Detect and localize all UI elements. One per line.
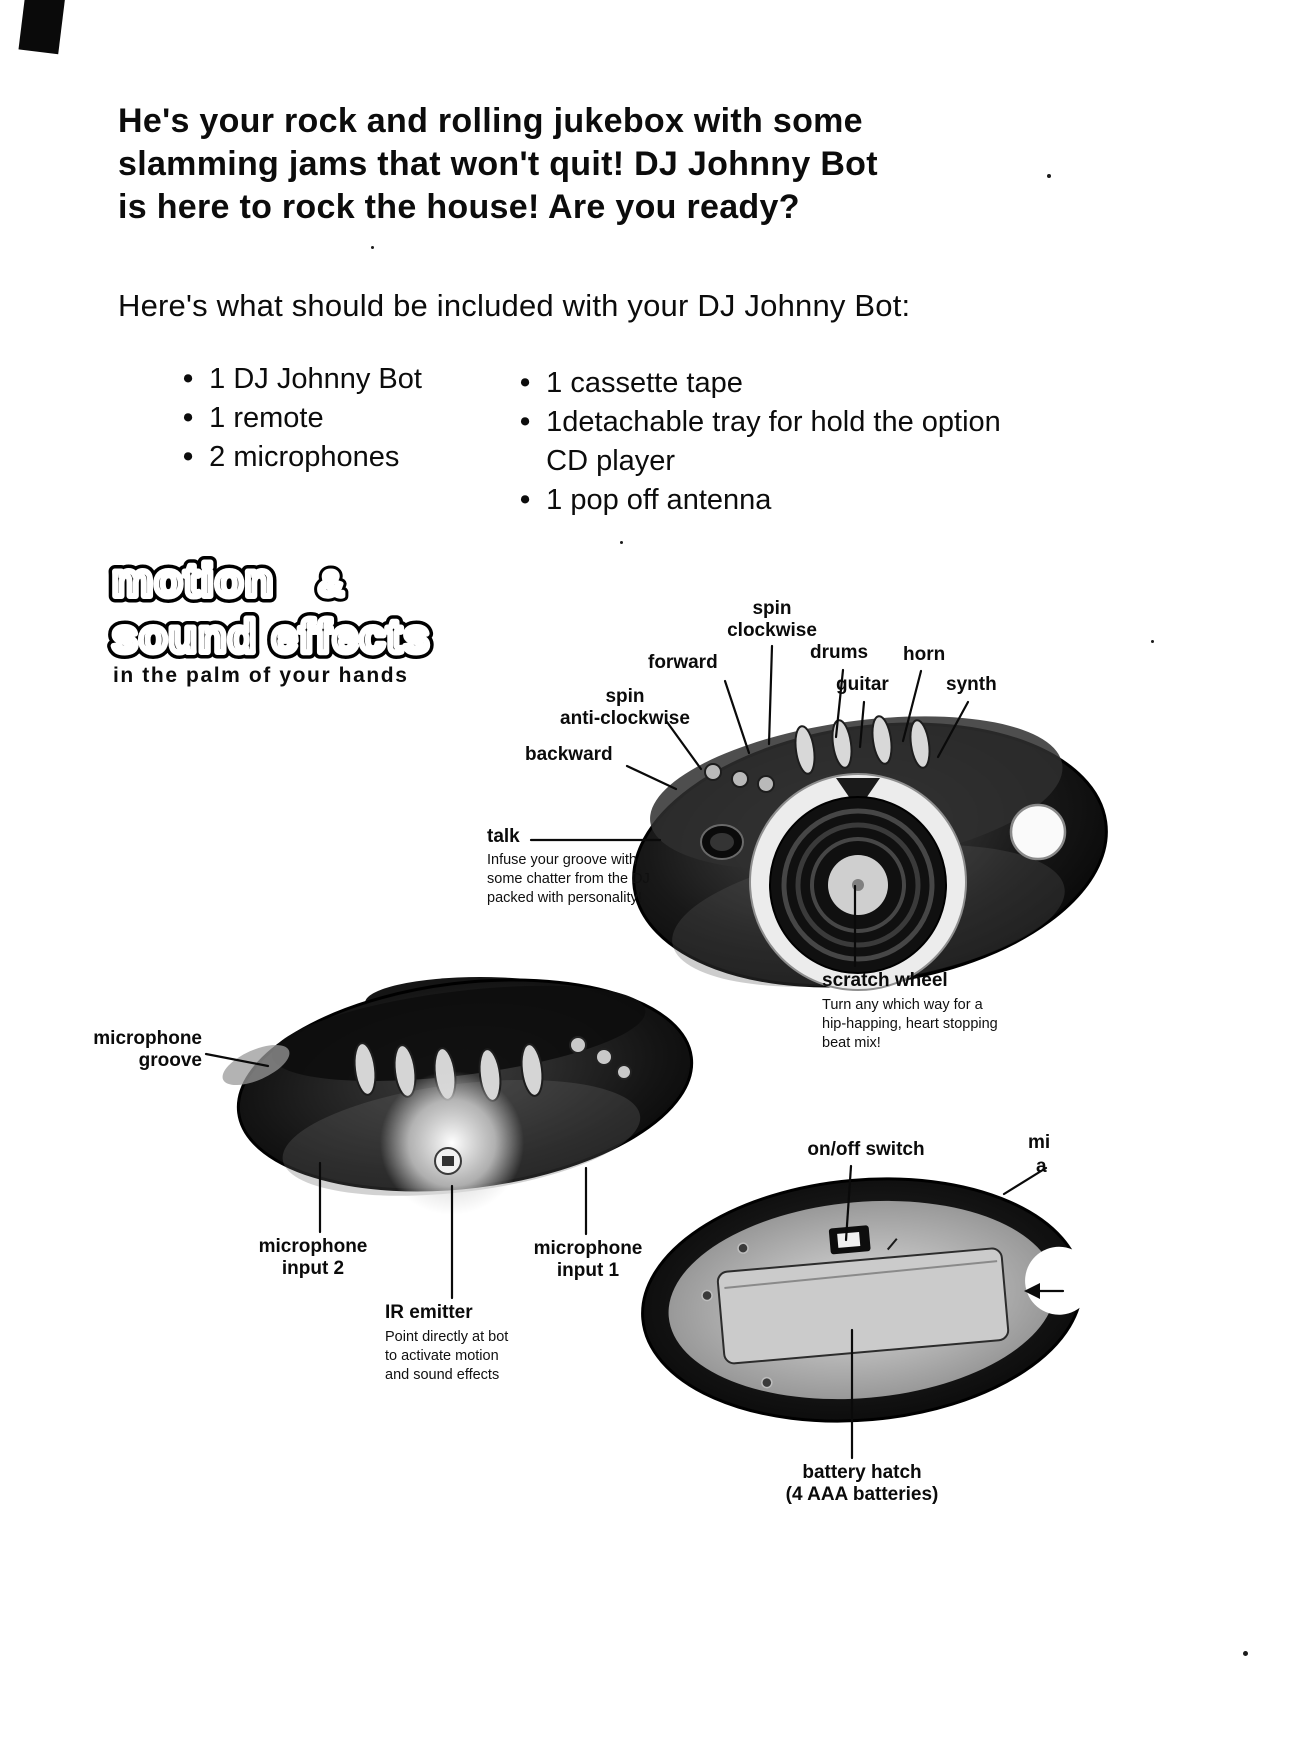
motion-sound-effects-logo: motion motion & & sound effects sound ef… (106, 550, 436, 669)
headline: He's your rock and rolling jukebox with … (118, 102, 878, 226)
list-item-text: 1 cassette tape (546, 367, 743, 399)
talk-button (700, 824, 744, 860)
list-item-text: 1 pop off antenna (546, 484, 772, 516)
horn-button (871, 715, 893, 765)
talk-description: Infuse your groove with some chatter fro… (487, 852, 650, 906)
label-drums: drums (810, 642, 869, 663)
label-horn: horn (903, 644, 946, 665)
scan-speck (1151, 640, 1154, 643)
list-item-text: 1 remote (209, 402, 324, 434)
label-backward: backward (525, 744, 613, 765)
antenna-ball (1009, 803, 1067, 861)
drums-button (794, 725, 816, 775)
logo-line-2: sound effects sound effects (106, 604, 436, 669)
list-item: 1 DJ Johnny Bot (183, 360, 422, 399)
scan-speck (1047, 174, 1051, 178)
ir-emitter-description: Point directly at bot to activate motion… (385, 1329, 509, 1383)
flash-glow (380, 1071, 524, 1215)
included-list-right: 1 cassette tape 1detachable tray for hol… (520, 364, 1001, 520)
scan-speck (620, 541, 623, 544)
label-spin-clockwise: spin clockwise (727, 598, 817, 642)
label-microphone-input-1: microphone input 1 (533, 1238, 643, 1282)
on-off-switch (828, 1225, 871, 1255)
remote-top-illustration (632, 715, 1108, 991)
label-microphone-groove: microphone groove (93, 1028, 202, 1072)
label-on-off-switch: on/off switch (807, 1139, 925, 1160)
logo-sound-effects-outline: sound effects (112, 610, 431, 662)
label-microphone-input-2: microphone input 2 (258, 1236, 368, 1280)
remote-body (641, 1177, 1094, 1423)
logo-sound-effects: sound effects (112, 610, 431, 662)
list-item: 1 remote (183, 399, 422, 438)
label-scratch-wheel: scratch wheel (822, 970, 948, 991)
scratch-wheel (749, 773, 967, 991)
ir-emitter (434, 1147, 462, 1175)
list-item-text: 2 microphones (209, 441, 400, 473)
label-partial-line1: mi (1028, 1132, 1051, 1153)
scan-artifact (18, 0, 66, 55)
list-item-text: 1detachable tray for hold the option CD … (546, 406, 1001, 477)
label-spin-anti-clockwise: spin anti-clockwise (560, 686, 690, 730)
scratch-wheel-description: Turn any which way for a hip-happing, he… (822, 997, 998, 1051)
logo-motion: motion (112, 554, 274, 606)
label-forward: forward (648, 652, 718, 673)
label-battery-hatch: battery hatch (4 AAA batteries) (785, 1462, 939, 1506)
list-item: 2 microphones (183, 438, 422, 477)
logo-tagline: in the palm of your hands (113, 664, 409, 687)
remote-underside-illustration (641, 1177, 1094, 1423)
label-synth: synth (946, 674, 997, 695)
list-item: 1 cassette tape (520, 364, 1001, 403)
label-talk: talk (487, 826, 520, 847)
logo-ampersand-outline: & (318, 563, 344, 604)
scan-speck (371, 246, 374, 249)
label-ir-emitter: IR emitter (385, 1302, 473, 1323)
forward-button (731, 770, 749, 788)
pen-mark (886, 1238, 898, 1251)
remote-front-illustration (222, 977, 694, 1215)
intro-text: Here's what should be included with your… (118, 288, 911, 323)
spin-button (704, 763, 722, 781)
scan-speck (1243, 1651, 1248, 1656)
side-notch (1025, 1246, 1094, 1315)
label-partial-line2: a (1036, 1156, 1047, 1177)
screw (701, 1289, 713, 1302)
battery-hatch (716, 1247, 1010, 1365)
list-item: 1detachable tray for hold the option CD … (520, 403, 1001, 481)
backward-button (757, 775, 775, 793)
logo-line-1: motion motion & & (106, 550, 350, 613)
list-item: 1 pop off antenna (520, 481, 1001, 520)
included-list-left: 1 DJ Johnny Bot 1 remote 2 microphones (183, 360, 422, 477)
logo-motion-outline: motion (112, 554, 274, 606)
logo-ampersand: & (318, 563, 344, 604)
label-guitar: guitar (836, 674, 889, 695)
screw (761, 1376, 773, 1389)
list-item-text: 1 DJ Johnny Bot (209, 363, 422, 395)
screw (737, 1242, 749, 1254)
